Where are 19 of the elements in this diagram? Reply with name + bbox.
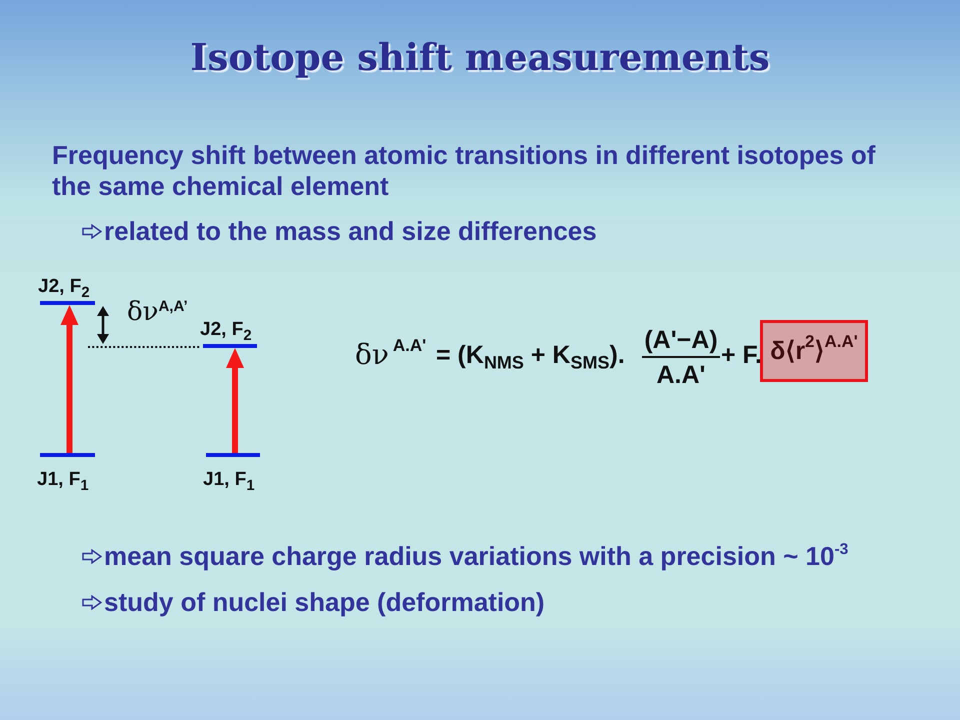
bullet-text: mean square charge radius variations with a precision ~ 10$^{-3}$ xyxy=(104,541,848,572)
formula-term: δ⟨r$^{2}$⟩$^{A.A'}$ xyxy=(770,334,858,367)
formula-text: = (K$_{NMS}$ + K$_{SMS}$). xyxy=(436,340,625,372)
fraction-denominator: A.A' xyxy=(656,361,706,389)
bullet-text: study of nuclei shape (deformation) xyxy=(104,587,545,618)
slide-title: Isotope shift measurements xyxy=(190,35,770,79)
bullet-text: related to the mass and size differences xyxy=(104,216,597,247)
fraction-numerator: (A'−A) xyxy=(644,326,718,354)
formula-text: δν$^{A.A'}$ xyxy=(355,338,426,372)
highlight-box xyxy=(760,320,868,382)
level-label: J1, F$_{1}$ xyxy=(37,469,90,491)
level-label: J1, F$_{1}$ xyxy=(203,469,256,491)
transition-arrow xyxy=(60,305,78,453)
level-label: J2, F$_{2}$ xyxy=(38,276,91,298)
transition-arrow xyxy=(226,348,244,453)
bullet-text: Frequency shift between atomic transitions in different isotopes of the same chemical element xyxy=(52,140,876,202)
isotope-shift-symbol: δν$^{A,A’}$ xyxy=(127,297,188,327)
level-label: J2, F$_{2}$ xyxy=(200,319,253,341)
formula-text: + F. xyxy=(721,340,762,371)
